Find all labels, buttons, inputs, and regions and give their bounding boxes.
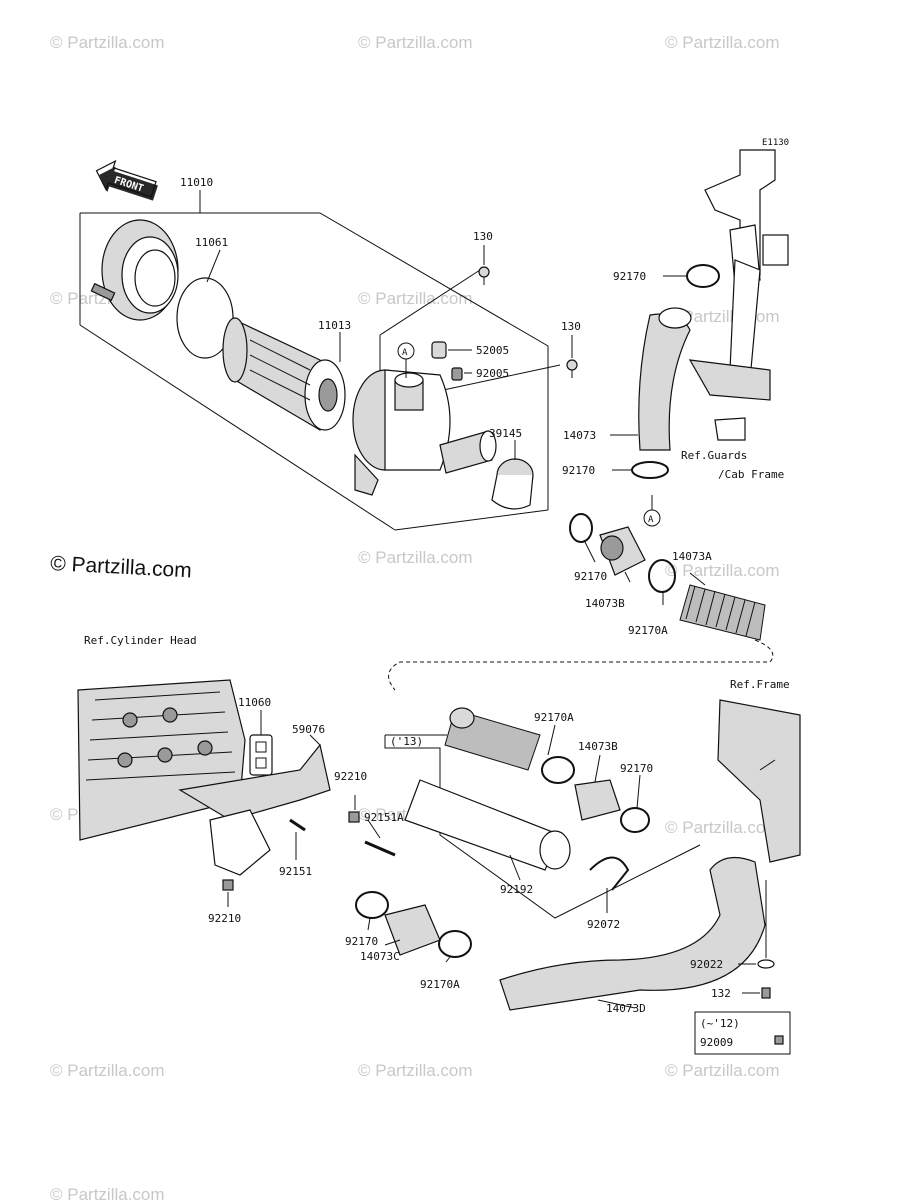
exhaust-manifold-59076 [178,743,331,876]
bolt-132 [761,987,771,999]
front-arrow-icon: FRONT [95,159,158,201]
watermark-layer: © Partzilla.com © Partzilla.com © Partzi… [50,33,780,1200]
callout-92192: 92192 [500,883,533,896]
callout-130: 130 [561,320,581,333]
callout-92170a: 92170A [420,978,460,991]
clamp-92170a-c [541,756,575,784]
callout-11013: 11013 [318,319,351,332]
callout-92170: 92170 [574,570,607,583]
callout-92170: 92170 [620,762,653,775]
svg-text:A: A [648,515,654,525]
note-cab-frame: /Cab Frame [718,468,784,481]
note-ref-cylinder-head: Ref.Cylinder Head [84,634,197,647]
watermark: © Partzilla.com [358,33,473,52]
callout-52005: 52005 [476,344,509,357]
hose-14073b-a [599,526,646,576]
watermark: © Partzilla.com [358,548,473,567]
callout-14073a: 14073A [672,550,712,563]
nipple-92005 [451,367,463,381]
air-cleaner-cap [90,219,179,321]
air-cleaner-housing [352,369,497,496]
callout-92210: 92210 [208,912,241,925]
stud-92151 [289,818,306,832]
callout-11010: 11010 [180,176,213,189]
callout-92009: 92009 [700,1036,733,1049]
washer-92022 [757,959,775,969]
leader-lines [206,245,767,1009]
break-line [388,639,774,691]
brand-watermark: © Partzilla.com [50,552,193,582]
callout-92151: 92151 [279,865,312,878]
band-92072 [589,856,630,891]
bellows-14073a [679,584,766,641]
note-ref-frame: Ref.Frame [730,678,790,691]
callout-92170: 92170 [562,464,595,477]
air-filter-element [222,317,346,431]
clamp-92170-d [620,807,650,833]
callout-92022: 92022 [690,958,723,971]
callout-130: 130 [473,230,493,243]
watermark: © Partzilla.com [665,33,780,52]
hose-14073b-b [574,779,621,821]
watermark: © Partzilla.com [358,1061,473,1080]
watermark: © Partzilla.com [665,1061,780,1080]
nut-92210-b [222,879,234,891]
hose-14073 [638,307,692,451]
labels: 11010 11061 11013 130 130 52005 92005 39… [84,176,790,1049]
cylinder-head [77,679,246,841]
callout-11060: 11060 [238,696,271,709]
clamp-92170-mid [631,461,669,479]
sleeve [491,458,534,510]
cap-52005 [431,341,447,359]
intake-pipe-frame [688,149,789,441]
diagram-code: E1130 [762,138,789,148]
callout-14073c: 14073C [360,950,400,963]
callout-92210: 92210 [334,770,367,783]
callout-92170: 92170 [613,270,646,283]
bellows-92170a-b [444,707,541,771]
callout-59076: 59076 [292,723,325,736]
note-year-13: ('13) [390,735,423,748]
clamp-92170-c [355,891,389,919]
watermark: © Partzilla.com [50,33,165,52]
watermark: © Partzilla.com [665,561,780,580]
watermark: © Partzilla.com [665,818,780,837]
callout-11061: 11061 [195,236,228,249]
stud-92151a [364,840,396,857]
watermark: © Partzilla.com [50,1061,165,1080]
svg-text:A: A [402,348,408,358]
clamp-92170a-a [648,559,676,593]
callout-14073b: 14073B [578,740,618,753]
note-year-12: (~'12) [700,1017,740,1030]
pipe-92192 [404,779,571,871]
marker-a-1: A [397,342,415,378]
note-ref-guards: Ref.Guards [681,449,747,462]
bolt-130a [478,266,490,285]
callout-132: 132 [711,987,731,1000]
callout-14073d: 14073D [606,1002,646,1015]
clamp-92170a-b [438,930,472,958]
callout-92170a: 92170A [628,624,668,637]
callout-92151a: 92151A [364,811,404,824]
watermark: © Partzilla.com [50,1185,165,1200]
callout-92170: 92170 [345,935,378,948]
bolt-130b [566,359,578,378]
year-13-box [384,734,701,919]
callout-14073b: 14073B [585,597,625,610]
callout-92170a: 92170A [534,711,574,724]
clamp-92170-b [569,513,593,543]
marker-a-2: A [643,495,661,527]
clamp-92170-top [686,264,720,288]
gasket-11060 [249,734,273,776]
callout-92005: 92005 [476,367,509,380]
frame-bracket [717,699,801,863]
year-12-box [694,1011,791,1055]
nut-92210-a [348,811,360,823]
hose-14073c [384,904,441,956]
callout-39145: 39145 [489,427,522,440]
callout-14073: 14073 [563,429,596,442]
pipe-14073d [499,856,766,1011]
callout-92072: 92072 [587,918,620,931]
